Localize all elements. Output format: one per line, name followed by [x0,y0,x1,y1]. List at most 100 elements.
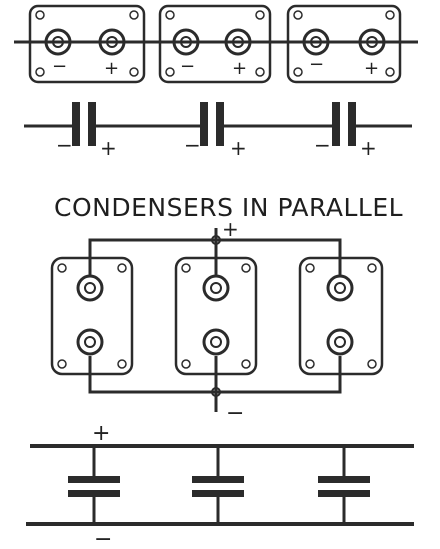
terminal-post-icon [202,274,230,302]
mounting-screw-icon [57,359,67,369]
positive-bus-label: + [92,421,110,446]
capacitor-plate [68,476,120,483]
bus-capacitor-2 [192,446,244,524]
terminal-post-icon [52,36,64,48]
capacitor-plate [88,102,96,146]
mounting-screw-icon [305,359,315,369]
terminal-post-icon [334,336,346,348]
capacitor-plate [192,476,244,483]
series-schematic: − + − + − + [24,102,412,160]
mounting-screw-icon [367,359,377,369]
terminal-post-icon [202,328,230,356]
terminal-label-plus: + [364,58,379,79]
capacitor-minus-label: − [184,133,201,157]
parallel-units-group: + − [50,217,384,426]
capacitor-plus-label: + [360,136,377,160]
capacitor-plate [332,102,340,146]
mounting-screw-icon [165,67,175,77]
capacitor-symbol-1: − + [56,102,117,160]
series-units-group: − + − + [14,4,418,84]
bottom-terminal-label: − [226,401,244,426]
terminal-post-icon [76,274,104,302]
negative-bus-label: − [94,527,112,549]
mounting-screw-icon [241,359,251,369]
terminal-post-icon [224,28,252,56]
mounting-screw-icon [385,67,395,77]
mounting-screw-icon [255,67,265,77]
capacitor-plate [200,102,208,146]
mounting-screw-icon [293,67,303,77]
terminal-label-minus: − [180,56,195,77]
terminal-post-icon [84,336,96,348]
series-unit-1: − + [14,4,146,84]
parallel-schematic: + − [26,421,414,549]
terminal-label-minus: − [52,56,67,77]
junction-icon [211,235,221,245]
condenser-case [50,256,134,376]
diagram-heading: CONDENSERS IN PARALLEL [54,193,403,222]
terminal-post-icon [358,28,386,56]
capacitor-minus-label: − [314,133,331,157]
capacitor-plate [192,490,244,497]
mounting-screw-icon [117,359,127,369]
capacitor-plate [68,490,120,497]
parallel-unit-3 [298,256,384,376]
capacitor-minus-label: − [56,133,73,157]
terminal-post-icon [326,274,354,302]
capacitor-plate [318,490,370,497]
terminal-post-icon [210,336,222,348]
terminal-post-icon [326,328,354,356]
mounting-screw-icon [305,263,315,273]
mounting-screw-icon [255,10,265,20]
mounting-screw-icon [165,10,175,20]
mounting-screw-icon [129,67,139,77]
capacitor-plus-label: + [100,136,117,160]
capacitor-symbol-2: − + [184,102,247,160]
condenser-case [158,4,272,84]
terminal-post-icon [44,28,72,56]
terminal-post-icon [334,282,346,294]
mounting-screw-icon [181,359,191,369]
terminal-post-icon [232,36,244,48]
mounting-screw-icon [241,263,251,273]
parallel-unit-2 [174,256,258,376]
bus-capacitor-3 [318,446,370,524]
series-unit-2: − + [140,4,290,84]
capacitor-plate [348,102,356,146]
condenser-case [28,4,146,84]
capacitor-plus-label: + [230,136,247,160]
mounting-screw-icon [385,10,395,20]
mounting-screw-icon [57,263,67,273]
mounting-screw-icon [117,263,127,273]
terminal-post-icon [172,28,200,56]
terminal-label-minus: − [309,54,324,75]
terminal-post-icon [366,36,378,48]
series-unit-3: − + [270,4,418,84]
capacitor-plate [216,102,224,146]
mounting-screw-icon [367,263,377,273]
mounting-screw-icon [293,10,303,20]
capacitor-symbol-3: − + [314,102,377,160]
terminal-label-plus: + [232,58,247,79]
mounting-screw-icon [129,10,139,20]
capacitor-plate [318,476,370,483]
mounting-screw-icon [35,10,45,20]
mounting-screw-icon [35,67,45,77]
terminal-post-icon [98,28,126,56]
junction-icon [211,387,221,397]
parallel-unit-1 [50,256,134,376]
bus-capacitor-1 [68,446,120,524]
terminal-label-plus: + [104,58,119,79]
terminal-post-icon [84,282,96,294]
terminal-post-icon [210,282,222,294]
condenser-case [286,4,402,84]
condenser-case [298,256,384,376]
condenser-case [174,256,258,376]
terminal-post-icon [310,36,322,48]
terminal-post-icon [180,36,192,48]
capacitor-plate [72,102,80,146]
terminal-post-icon [106,36,118,48]
terminal-post-icon [302,28,330,56]
top-terminal-label: + [222,217,239,241]
